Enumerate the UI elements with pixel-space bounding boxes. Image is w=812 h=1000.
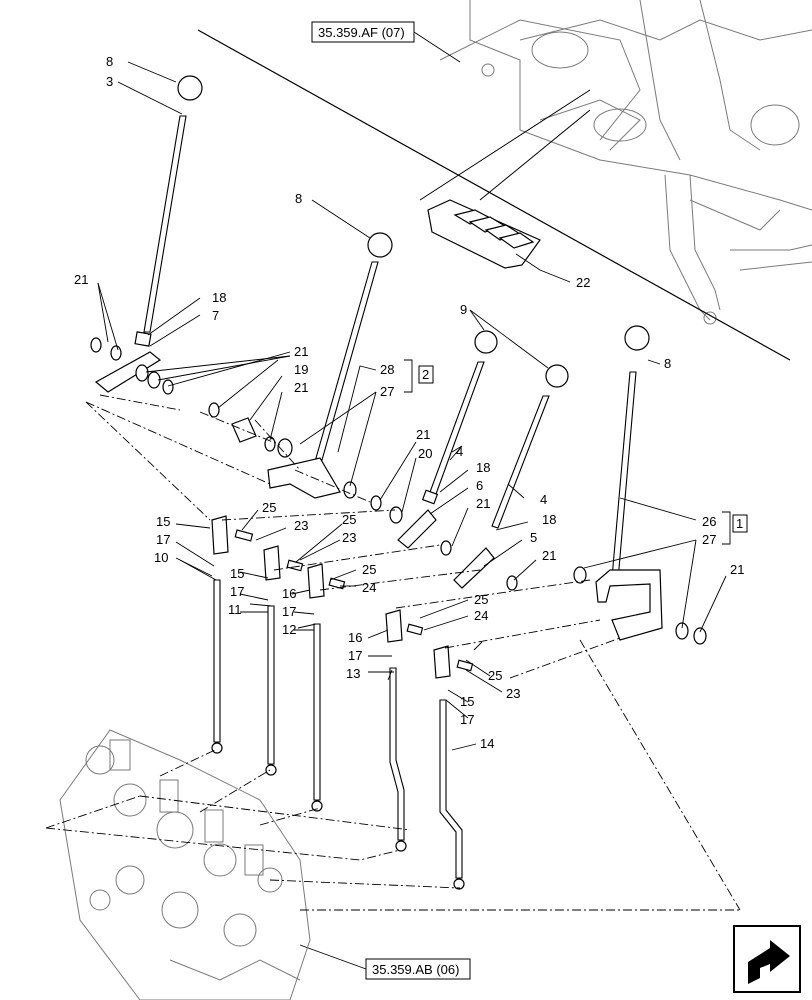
lever-26: [595, 325, 663, 641]
callout-24: 24: [474, 608, 488, 623]
callout-25: 25: [488, 668, 502, 683]
callout-16: 16: [348, 630, 362, 645]
callout-8: 8: [295, 191, 302, 206]
next-page-arrow-icon[interactable]: [733, 925, 801, 993]
callout-19: 19: [294, 362, 308, 377]
callout-26: 26: [702, 514, 716, 529]
callout-11: 11: [228, 602, 242, 617]
callout-21: 21: [730, 562, 744, 577]
callout-16: 16: [282, 586, 296, 601]
callout-17: 17: [156, 532, 170, 547]
washers: [90, 337, 707, 645]
callout-27: 27: [380, 384, 394, 399]
callout-6: 6: [476, 478, 483, 493]
callout-25: 25: [474, 592, 488, 607]
callout-13: 13: [346, 666, 360, 681]
callout-4: 4: [540, 492, 547, 507]
callout-10: 10: [154, 550, 168, 565]
control-valve-block: [59, 729, 311, 1000]
callout-21: 21: [74, 272, 88, 287]
reference-link-bottom[interactable]: 35.359.AB (06): [365, 958, 471, 980]
callout-numbers: 8 3 21 18 7 21 19 21 8 28 2 27 21 20 4 1…: [74, 54, 744, 751]
lever-4-b: [453, 364, 569, 589]
pedal-pad: [427, 199, 541, 269]
callout-20: 20: [418, 446, 432, 461]
callout-17: 17: [460, 712, 474, 727]
bracket-1: [722, 511, 748, 545]
callout-18: 18: [212, 290, 226, 305]
lever-28: [267, 232, 393, 499]
callout-21: 21: [294, 380, 308, 395]
callout-15: 15: [156, 514, 170, 529]
machine-frame-illustration: [439, 0, 812, 325]
reference-label-top: 35.359.AF (07): [318, 25, 405, 40]
callout-2: 2: [422, 367, 429, 382]
callout-23: 23: [294, 518, 308, 533]
lever-4-a: [397, 330, 498, 549]
control-rods: [211, 579, 465, 890]
callout-17: 17: [282, 604, 296, 619]
pedal-leader-1: [419, 89, 591, 201]
callout-24: 24: [362, 580, 376, 595]
callout-7: 7: [212, 308, 219, 323]
callout-21: 21: [476, 496, 490, 511]
lever-3: [94, 75, 203, 393]
pedal-leader-2: [479, 109, 591, 201]
leader-lines: [97, 61, 727, 751]
callout-8: 8: [106, 54, 113, 69]
connection-lines: [45, 394, 741, 911]
callout-17: 17: [348, 648, 362, 663]
callout-23: 23: [342, 530, 356, 545]
callout-25: 25: [262, 500, 276, 515]
callout-4: 4: [456, 444, 463, 459]
clevises: [211, 515, 474, 679]
callout-14: 14: [480, 736, 494, 751]
frame-edge-line: [197, 29, 791, 361]
callout-21: 21: [294, 344, 308, 359]
callout-25: 25: [362, 562, 376, 577]
callout-18: 18: [542, 512, 556, 527]
callout-8: 8: [664, 356, 671, 371]
callout-17: 17: [230, 584, 244, 599]
callout-3: 3: [106, 74, 113, 89]
reference-link-top[interactable]: 35.359.AF (07): [311, 21, 415, 43]
callout-1: 1: [736, 516, 743, 531]
callout-22: 22: [576, 275, 590, 290]
callout-23: 23: [506, 686, 520, 701]
callout-15: 15: [460, 694, 474, 709]
callout-25: 25: [342, 512, 356, 527]
callout-12: 12: [282, 622, 296, 637]
reference-label-bottom: 35.359.AB (06): [372, 962, 459, 977]
callout-5: 5: [530, 530, 537, 545]
callout-21: 21: [542, 548, 556, 563]
callout-27: 27: [702, 532, 716, 547]
callout-9: 9: [460, 302, 467, 317]
callout-21: 21: [416, 427, 430, 442]
callout-28: 28: [380, 362, 394, 377]
callout-18: 18: [476, 460, 490, 475]
callout-15: 15: [230, 566, 244, 581]
bracket-2: [404, 359, 434, 393]
